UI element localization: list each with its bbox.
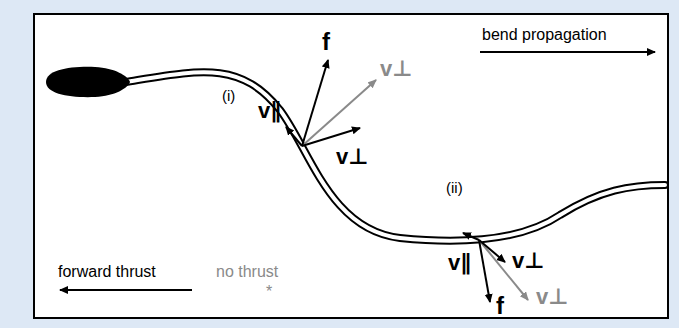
velocity-vector bbox=[302, 128, 360, 146]
vector-label: v∥ bbox=[448, 252, 471, 274]
velocity-vector bbox=[463, 233, 479, 240]
vector-label: v⊥ bbox=[336, 146, 368, 168]
vector-label: v∥ bbox=[258, 100, 281, 122]
flagellum-outline bbox=[125, 72, 665, 241]
region-label: (i) bbox=[222, 88, 235, 103]
vector-label: f bbox=[496, 294, 504, 318]
direction-label: bend propagation bbox=[482, 27, 607, 43]
force-vector bbox=[302, 60, 328, 146]
grey-vector bbox=[302, 80, 376, 146]
vector-label: f bbox=[322, 30, 330, 54]
vector-label: v⊥ bbox=[512, 250, 544, 272]
velocity-vector bbox=[286, 127, 302, 146]
thrust-label: forward thrust bbox=[58, 264, 156, 280]
thrust-label: no thrust bbox=[216, 264, 278, 280]
marker-symbol: * bbox=[266, 284, 272, 300]
vector-label: v⊥ bbox=[380, 58, 412, 80]
flagellum-core bbox=[125, 72, 665, 241]
vector-label: v⊥ bbox=[536, 286, 568, 308]
force-vector bbox=[479, 240, 490, 302]
velocity-vector bbox=[479, 240, 505, 262]
sperm-head bbox=[46, 67, 130, 97]
thrust-arrow bbox=[60, 289, 192, 291]
propagation-arrow bbox=[480, 51, 655, 53]
frame bbox=[34, 14, 668, 318]
region-label: (ii) bbox=[446, 180, 463, 195]
